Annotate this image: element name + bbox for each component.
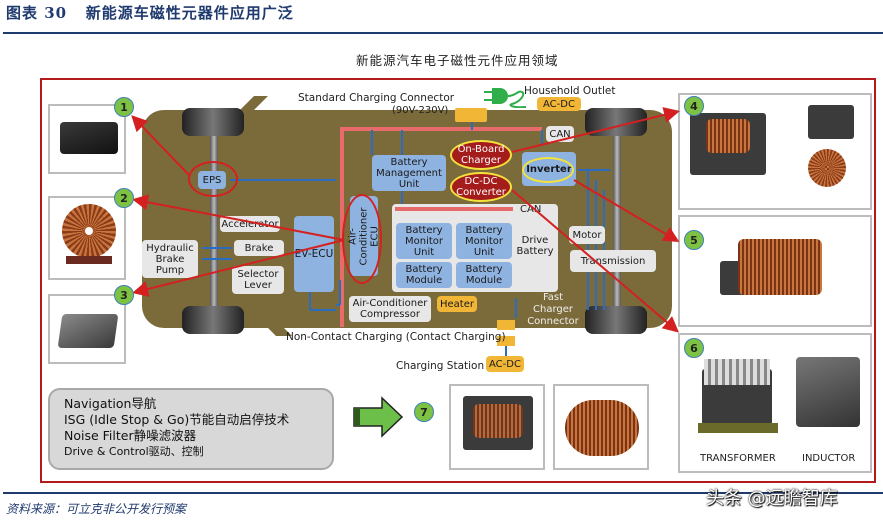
component-photo-1 <box>48 104 126 174</box>
figure-label: 图表 30 <box>6 4 68 22</box>
applications-box: Navigation导航 ISG (Idle Stop & Go)节能自动启停技… <box>48 388 334 470</box>
application-isg: ISG (Idle Stop & Go)节能自动启停技术 <box>64 412 290 427</box>
application-noise-filter: Noise Filter静噪滤波器 <box>64 428 197 443</box>
callout-3: 3 <box>114 285 134 305</box>
green-arrow-icon <box>353 396 404 438</box>
ac-dc-bottom: AC-DC <box>486 356 524 372</box>
battery-module-1: Battery Module <box>396 262 452 288</box>
dc-module-shape <box>60 122 118 154</box>
rear-axle <box>613 120 621 320</box>
diagram-title: 新能源汽车电子磁性元件应用领域 <box>356 53 559 68</box>
eps-highlight-ring <box>188 161 238 197</box>
diagram-frame <box>40 78 876 483</box>
component-photo-2 <box>48 196 126 280</box>
battery-monitor-unit-1: Battery Monitor Unit <box>396 223 452 259</box>
application-drive-control: Drive & Control驱动、控制 <box>64 445 204 458</box>
source-note: 资料来源：可立克非公开发行预案 <box>6 502 187 516</box>
callout-2: 2 <box>114 188 134 208</box>
callout-6: 6 <box>684 338 704 358</box>
figure-title: 图表 30 新能源车磁性元器件应用广泛 <box>6 2 294 23</box>
callout-7: 7 <box>414 402 434 422</box>
inductor-body <box>796 357 860 427</box>
can-bus-battery <box>395 207 513 211</box>
car-bottom-notch <box>262 322 292 336</box>
component-photo-5 <box>678 215 872 327</box>
figure-heading: 新能源车磁性元器件应用广泛 <box>85 4 294 22</box>
heater-block: Heater <box>437 296 477 312</box>
non-contact-charging-label: Non-Contact Charging (Contact Charging) <box>286 331 506 343</box>
toroid-hole <box>85 227 93 235</box>
smd-transformer-winding <box>473 404 523 438</box>
callout-5: 5 <box>684 230 704 250</box>
small-toroid-shape <box>808 149 846 187</box>
household-outlet-label: Household Outlet <box>524 85 616 97</box>
brake-block: Brake <box>234 240 284 256</box>
transformer-pcb <box>698 423 778 433</box>
toroid-base <box>66 256 112 264</box>
footer-rule <box>3 492 883 494</box>
callout-1: 1 <box>114 97 134 117</box>
header-rule <box>3 32 883 34</box>
charge-line <box>505 346 507 356</box>
can-label-mid: CAN <box>520 204 542 215</box>
component-photo-7a <box>449 384 545 470</box>
wheel-front-left <box>182 108 244 136</box>
inverter-highlight-ring <box>522 157 574 183</box>
can-bus-top <box>340 127 542 131</box>
battery-module-2: Battery Module <box>456 262 512 288</box>
drive-battery-label: Drive Battery <box>516 235 554 257</box>
smd-choke-shape <box>808 105 854 139</box>
transformer-caption: TRANSFORMER <box>700 453 776 464</box>
standard-charging-port <box>455 108 487 122</box>
car-top-notch <box>240 96 268 110</box>
component-photo-7b <box>553 384 649 470</box>
fast-charge-port-1 <box>497 320 515 330</box>
plug-icon <box>484 88 527 108</box>
application-navigation: Navigation导航 <box>64 396 157 411</box>
transformer-heatsink <box>704 359 770 385</box>
component-photo-6: TRANSFORMER INDUCTOR <box>678 333 872 473</box>
fast-charge-port-2 <box>497 336 515 346</box>
battery-monitor-unit-2: Battery Monitor Unit <box>456 223 512 259</box>
transmission-block: Transmission <box>570 250 656 272</box>
callout-4: 4 <box>684 96 704 116</box>
ev-ecu-block: EV-ECU <box>294 216 334 292</box>
air-conditioner-compressor-block: Air-Conditioner Compressor <box>349 296 431 322</box>
selector-lever-block: Selector Lever <box>232 266 284 294</box>
inductor-caption: INDUCTOR <box>802 453 856 464</box>
charging-station-label: Charging Station <box>396 360 485 372</box>
reactor-winding <box>738 239 822 295</box>
battery-management-unit-block: Battery Management Unit <box>372 155 446 191</box>
hydraulic-brake-pump-block: Hydraulic Brake Pump <box>142 240 198 278</box>
ac-dc-top: AC-DC <box>537 97 581 111</box>
component-photo-3 <box>48 294 126 364</box>
dc-dc-converter-block: DC-DC Converter <box>450 172 512 202</box>
charging-voltage-label: (90V-230V) <box>392 105 449 116</box>
fast-charger-connector-label: Fast Charger Connector <box>527 292 579 327</box>
transformer-winding <box>706 119 750 153</box>
motor-block: Motor <box>569 226 605 244</box>
common-mode-choke-shape <box>565 400 639 456</box>
front-axle <box>210 120 218 320</box>
standard-charging-connector-label: Standard Charging Connector <box>298 92 455 104</box>
wheel-rear-right <box>585 306 647 334</box>
on-board-charger-block: On-Board Charger <box>450 140 512 170</box>
component-photo-4 <box>678 93 872 210</box>
watermark: 头条 @远瞻智库 <box>706 488 838 509</box>
wheel-front-right <box>182 306 244 334</box>
